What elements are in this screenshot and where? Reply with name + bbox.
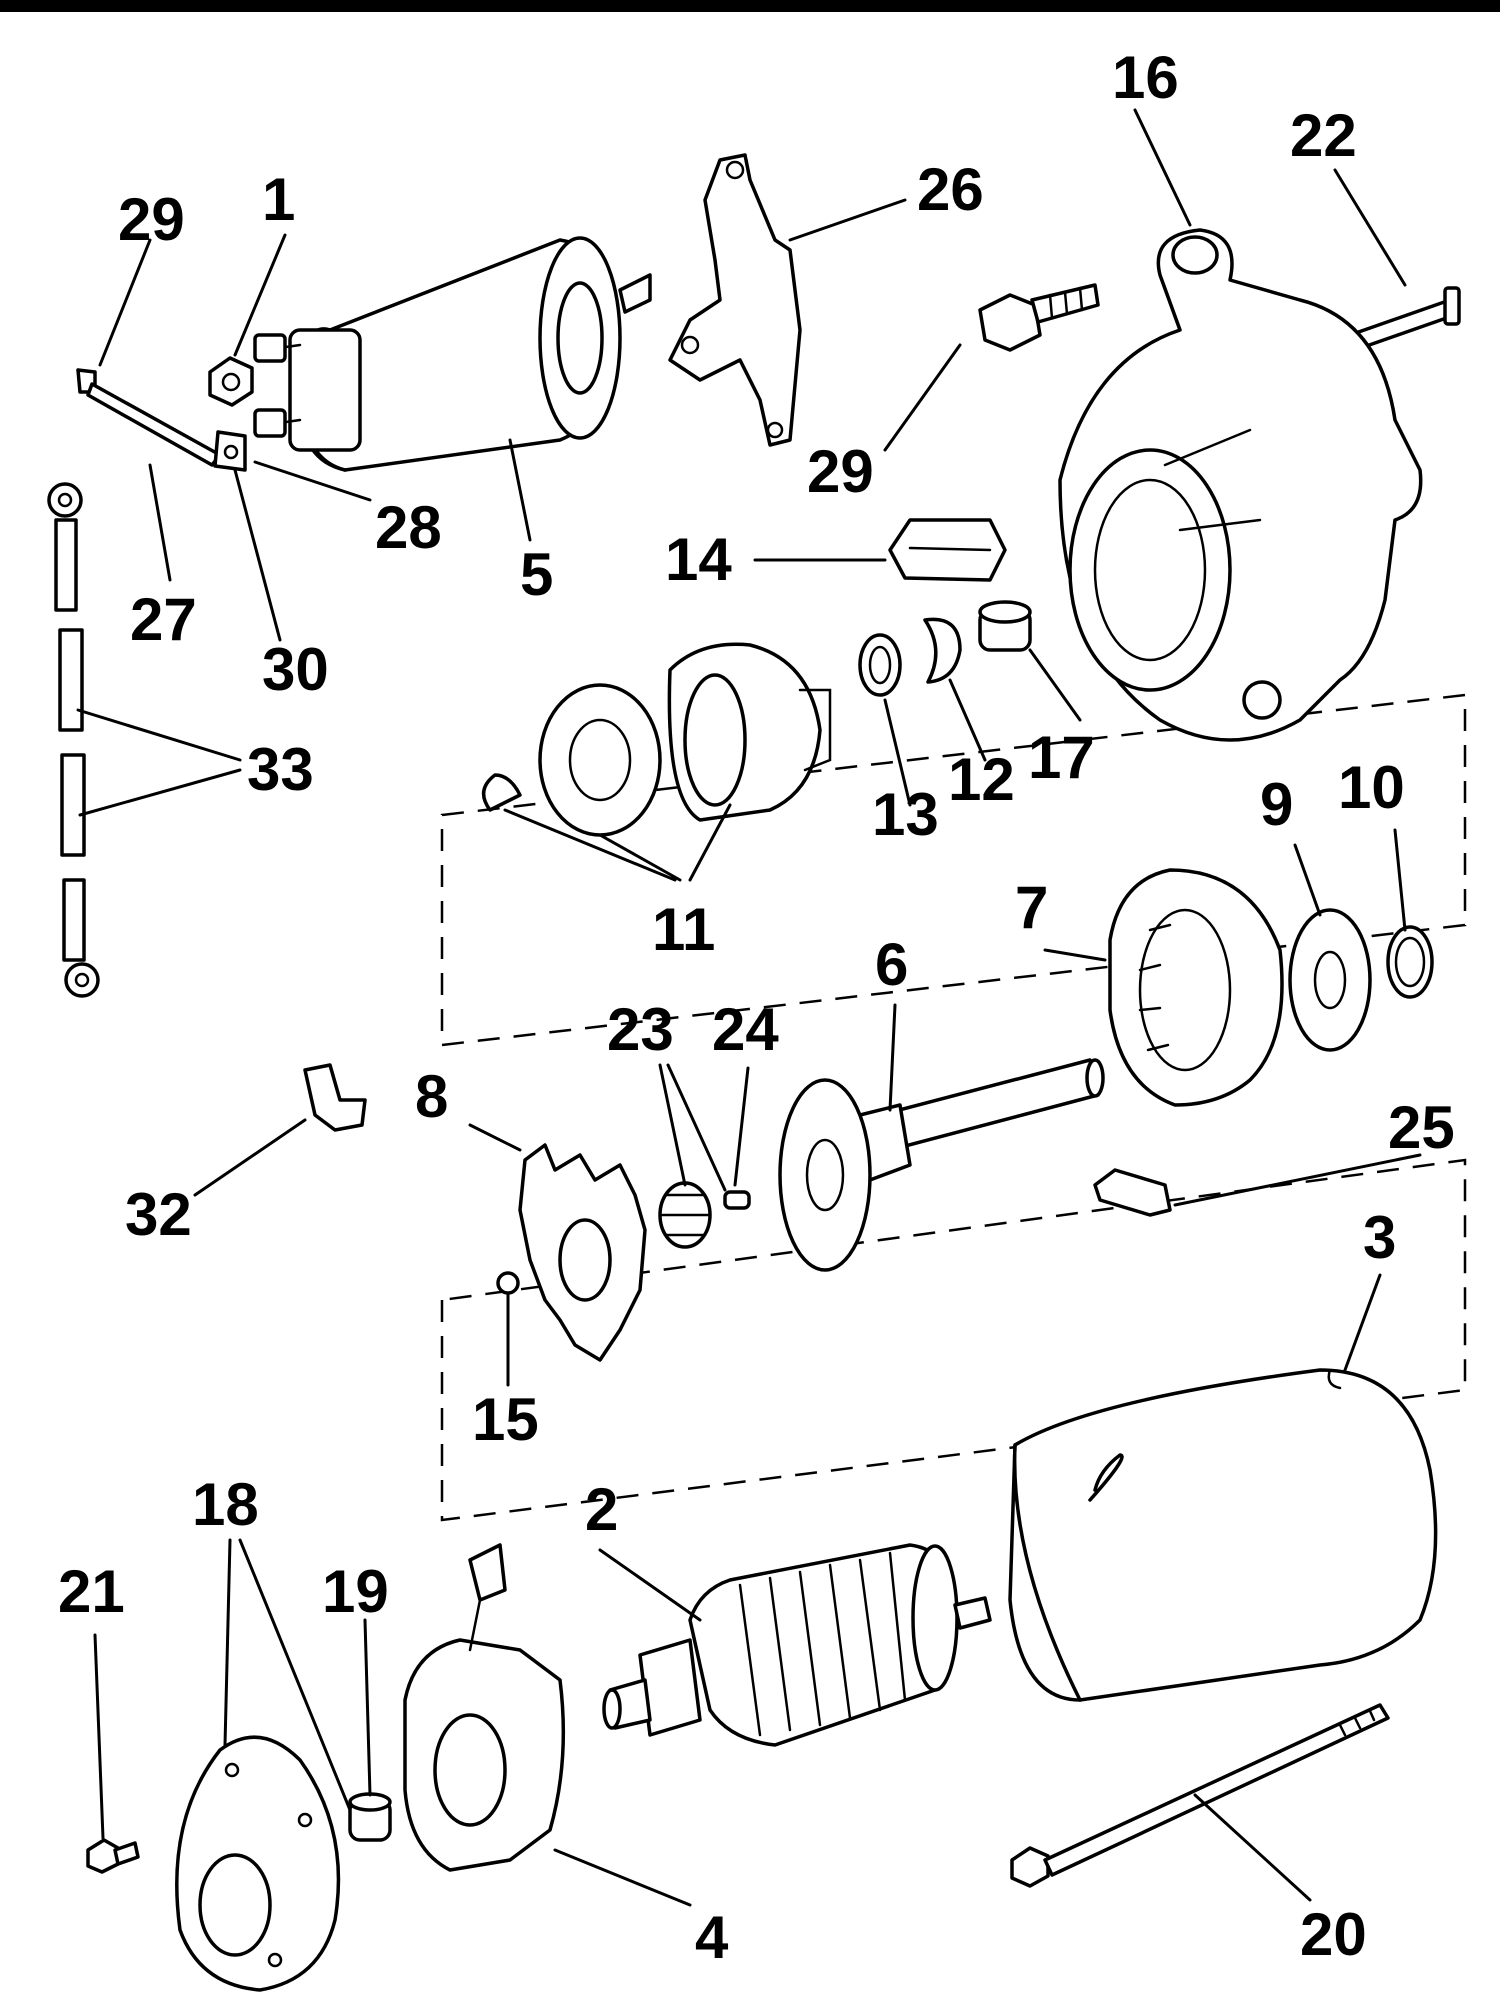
- part-10-ring: [1386, 925, 1434, 999]
- callout-29: 29: [118, 186, 185, 253]
- callout-9: 9: [1260, 771, 1293, 838]
- part-21-screw: [86, 1838, 140, 1874]
- callout-29: 29: [807, 438, 874, 505]
- callout-7: 7: [1015, 874, 1048, 941]
- dashed-group-lower: [440, 1158, 1467, 1522]
- callout-1: 1: [262, 166, 295, 233]
- callout-5: 5: [520, 541, 553, 608]
- part-22-bolt: [1348, 286, 1461, 352]
- callout-28: 28: [375, 494, 442, 561]
- callout-25: 25: [1388, 1094, 1455, 1161]
- part-3-yoke: [1008, 1368, 1438, 1702]
- part-14-block: [888, 518, 1007, 582]
- part-32-clip: [303, 1063, 367, 1132]
- callout-3: 3: [1363, 1204, 1396, 1271]
- part-15-ball: [496, 1271, 520, 1295]
- part-26-lever: [668, 153, 802, 447]
- callout-8: 8: [415, 1063, 448, 1130]
- part-6-shaft: [778, 1058, 1105, 1272]
- callout-20: 20: [1300, 1901, 1367, 1968]
- callout-21: 21: [58, 1558, 125, 1625]
- part-8-plate: [518, 1143, 647, 1362]
- dashed-group-upper: [440, 693, 1467, 1047]
- part-9-washer: [1288, 908, 1372, 1052]
- callout-26: 26: [917, 156, 984, 223]
- part-5-solenoid: [253, 236, 652, 472]
- part-29-bolt: [978, 283, 1100, 352]
- callout-33: 33: [247, 736, 314, 803]
- part-18-cover: [175, 1735, 341, 1992]
- part-24-pin: [723, 1190, 751, 1210]
- callout-24: 24: [712, 996, 779, 1063]
- part-4-brush-holder: [403, 1543, 566, 1872]
- part-16-housing: [1058, 228, 1423, 742]
- part-17-bushing: [978, 600, 1032, 652]
- callout-4: 4: [695, 1904, 729, 1971]
- part-2-armature: [602, 1543, 992, 1747]
- callout-30: 30: [262, 636, 329, 703]
- callout-22: 22: [1290, 102, 1357, 169]
- callout-17: 17: [1028, 724, 1095, 791]
- callout-18: 18: [192, 1471, 259, 1538]
- callout-32: 32: [125, 1181, 192, 1248]
- part-1-nut: [208, 356, 254, 407]
- part-7-ring-gear: [1108, 868, 1284, 1107]
- part-12-ring: [923, 617, 962, 684]
- callout-11: 11: [652, 896, 715, 963]
- part-23-gear: [658, 1181, 712, 1249]
- callout-23: 23: [607, 996, 674, 1063]
- callout-labels: 16 22 29 1 26 29 28 5 14 27 30 33 13 12 …: [58, 44, 1455, 1971]
- callout-2: 2: [585, 1476, 618, 1543]
- callout-19: 19: [322, 1558, 389, 1625]
- callout-14: 14: [665, 526, 732, 593]
- callout-15: 15: [472, 1386, 539, 1453]
- callout-6: 6: [875, 931, 908, 998]
- part-25-brush: [1093, 1168, 1172, 1217]
- part-33-cable: [47, 482, 100, 998]
- callout-13: 13: [872, 781, 939, 848]
- top-border: [0, 0, 1500, 12]
- part-19-bushing: [348, 1792, 392, 1842]
- callout-16: 16: [1112, 44, 1179, 111]
- callout-10: 10: [1338, 754, 1405, 821]
- callout-12: 12: [948, 746, 1015, 813]
- part-20-bolt: [1010, 1703, 1390, 1888]
- part-13-collar: [858, 633, 902, 697]
- callout-27: 27: [130, 586, 197, 653]
- leader-lines: [76, 108, 1422, 1907]
- part-27-29-strap: [76, 368, 247, 472]
- part-11-clutch: [481, 642, 832, 837]
